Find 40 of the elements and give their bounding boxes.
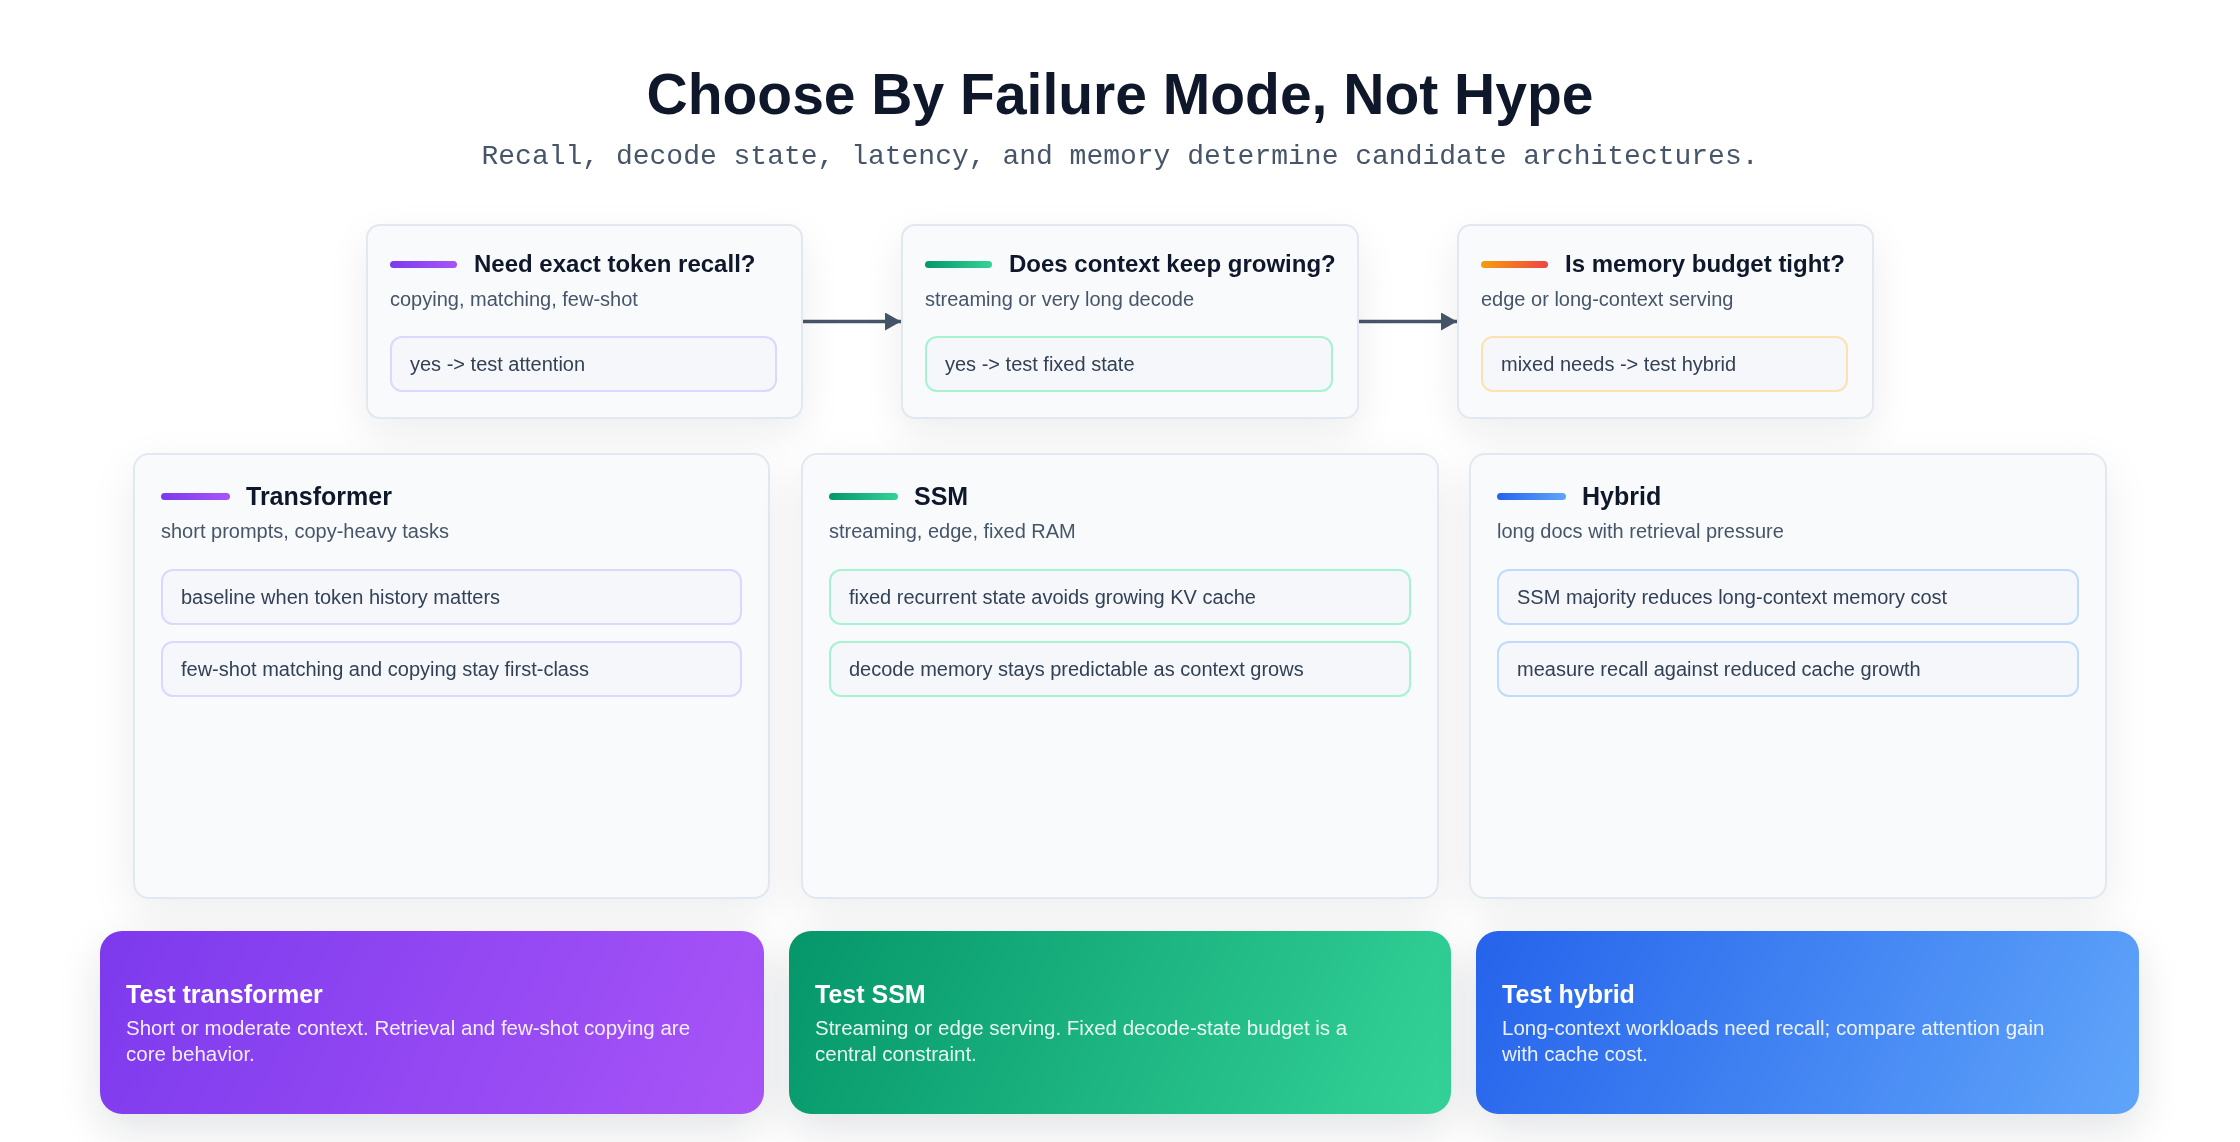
note-pill: measure recall against reduced cache growth	[1497, 641, 2079, 697]
card-heading: Hybrid	[1582, 482, 1662, 510]
card-subtitle: streaming or very long decode	[925, 287, 1196, 312]
note-pill: baseline when token history matters	[161, 569, 742, 625]
note-pill: yes -> test attention	[390, 336, 777, 392]
subtitle: Recall, decode state, latency, and memory determine candidate architectures.	[481, 140, 1759, 174]
card-heading: Transformer	[246, 482, 392, 510]
card-subtitle: copying, matching, few-shot	[390, 287, 639, 312]
note-pill: few-shot matching and copying stay first-class	[161, 641, 742, 697]
card-heading: Need exact token recall?	[474, 250, 756, 278]
arrow	[803, 312, 901, 331]
arrow	[1359, 312, 1457, 331]
card-heading: Is memory budget tight?	[1565, 250, 1845, 278]
recommendation-heading: Test SSM	[815, 979, 927, 1009]
note-pill: yes -> test fixed state	[925, 336, 1333, 392]
card-subtitle: long docs with retrieval pressure	[1497, 519, 1785, 544]
note-pill: mixed needs -> test hybrid	[1481, 336, 1848, 392]
card-heading: SSM	[914, 482, 969, 510]
card-subtitle: streaming, edge, fixed RAM	[829, 519, 1077, 544]
architecture-card	[133, 453, 770, 899]
note-pill: fixed recurrent state avoids growing KV cache	[829, 569, 1411, 625]
card-subtitle: short prompts, copy-heavy tasks	[161, 519, 450, 544]
note-pill: decode memory stays predictable as context grows	[829, 641, 1411, 697]
question-card	[901, 224, 1359, 419]
question-card	[366, 224, 803, 419]
recommendation-text: Streaming or edge serving. Fixed decode-state budget is a central constraint.	[815, 1015, 1349, 1067]
question-card	[1457, 224, 1874, 419]
architecture-card	[801, 453, 1439, 899]
recommendation-heading: Test hybrid	[1502, 979, 1636, 1009]
note-pill: SSM majority reduces long-context memory cost	[1497, 569, 2079, 625]
recommendation-text: Short or moderate context. Retrieval and few-shot copying are core behavior.	[126, 1015, 692, 1067]
recommendation-text: Long-context workloads need recall; compare attention gain with cache cost.	[1502, 1015, 2046, 1067]
card-heading: Does context keep growing?	[1009, 250, 1336, 278]
recommendation-heading: Test transformer	[126, 979, 324, 1009]
architecture-card	[1469, 453, 2107, 899]
title: Choose By Failure Mode, Not Hype	[646, 62, 1594, 126]
recommendation-card	[789, 931, 1451, 1114]
card-subtitle: edge or long-context serving	[1481, 287, 1735, 312]
recommendation-card	[1476, 931, 2139, 1114]
recommendation-card	[100, 931, 764, 1114]
